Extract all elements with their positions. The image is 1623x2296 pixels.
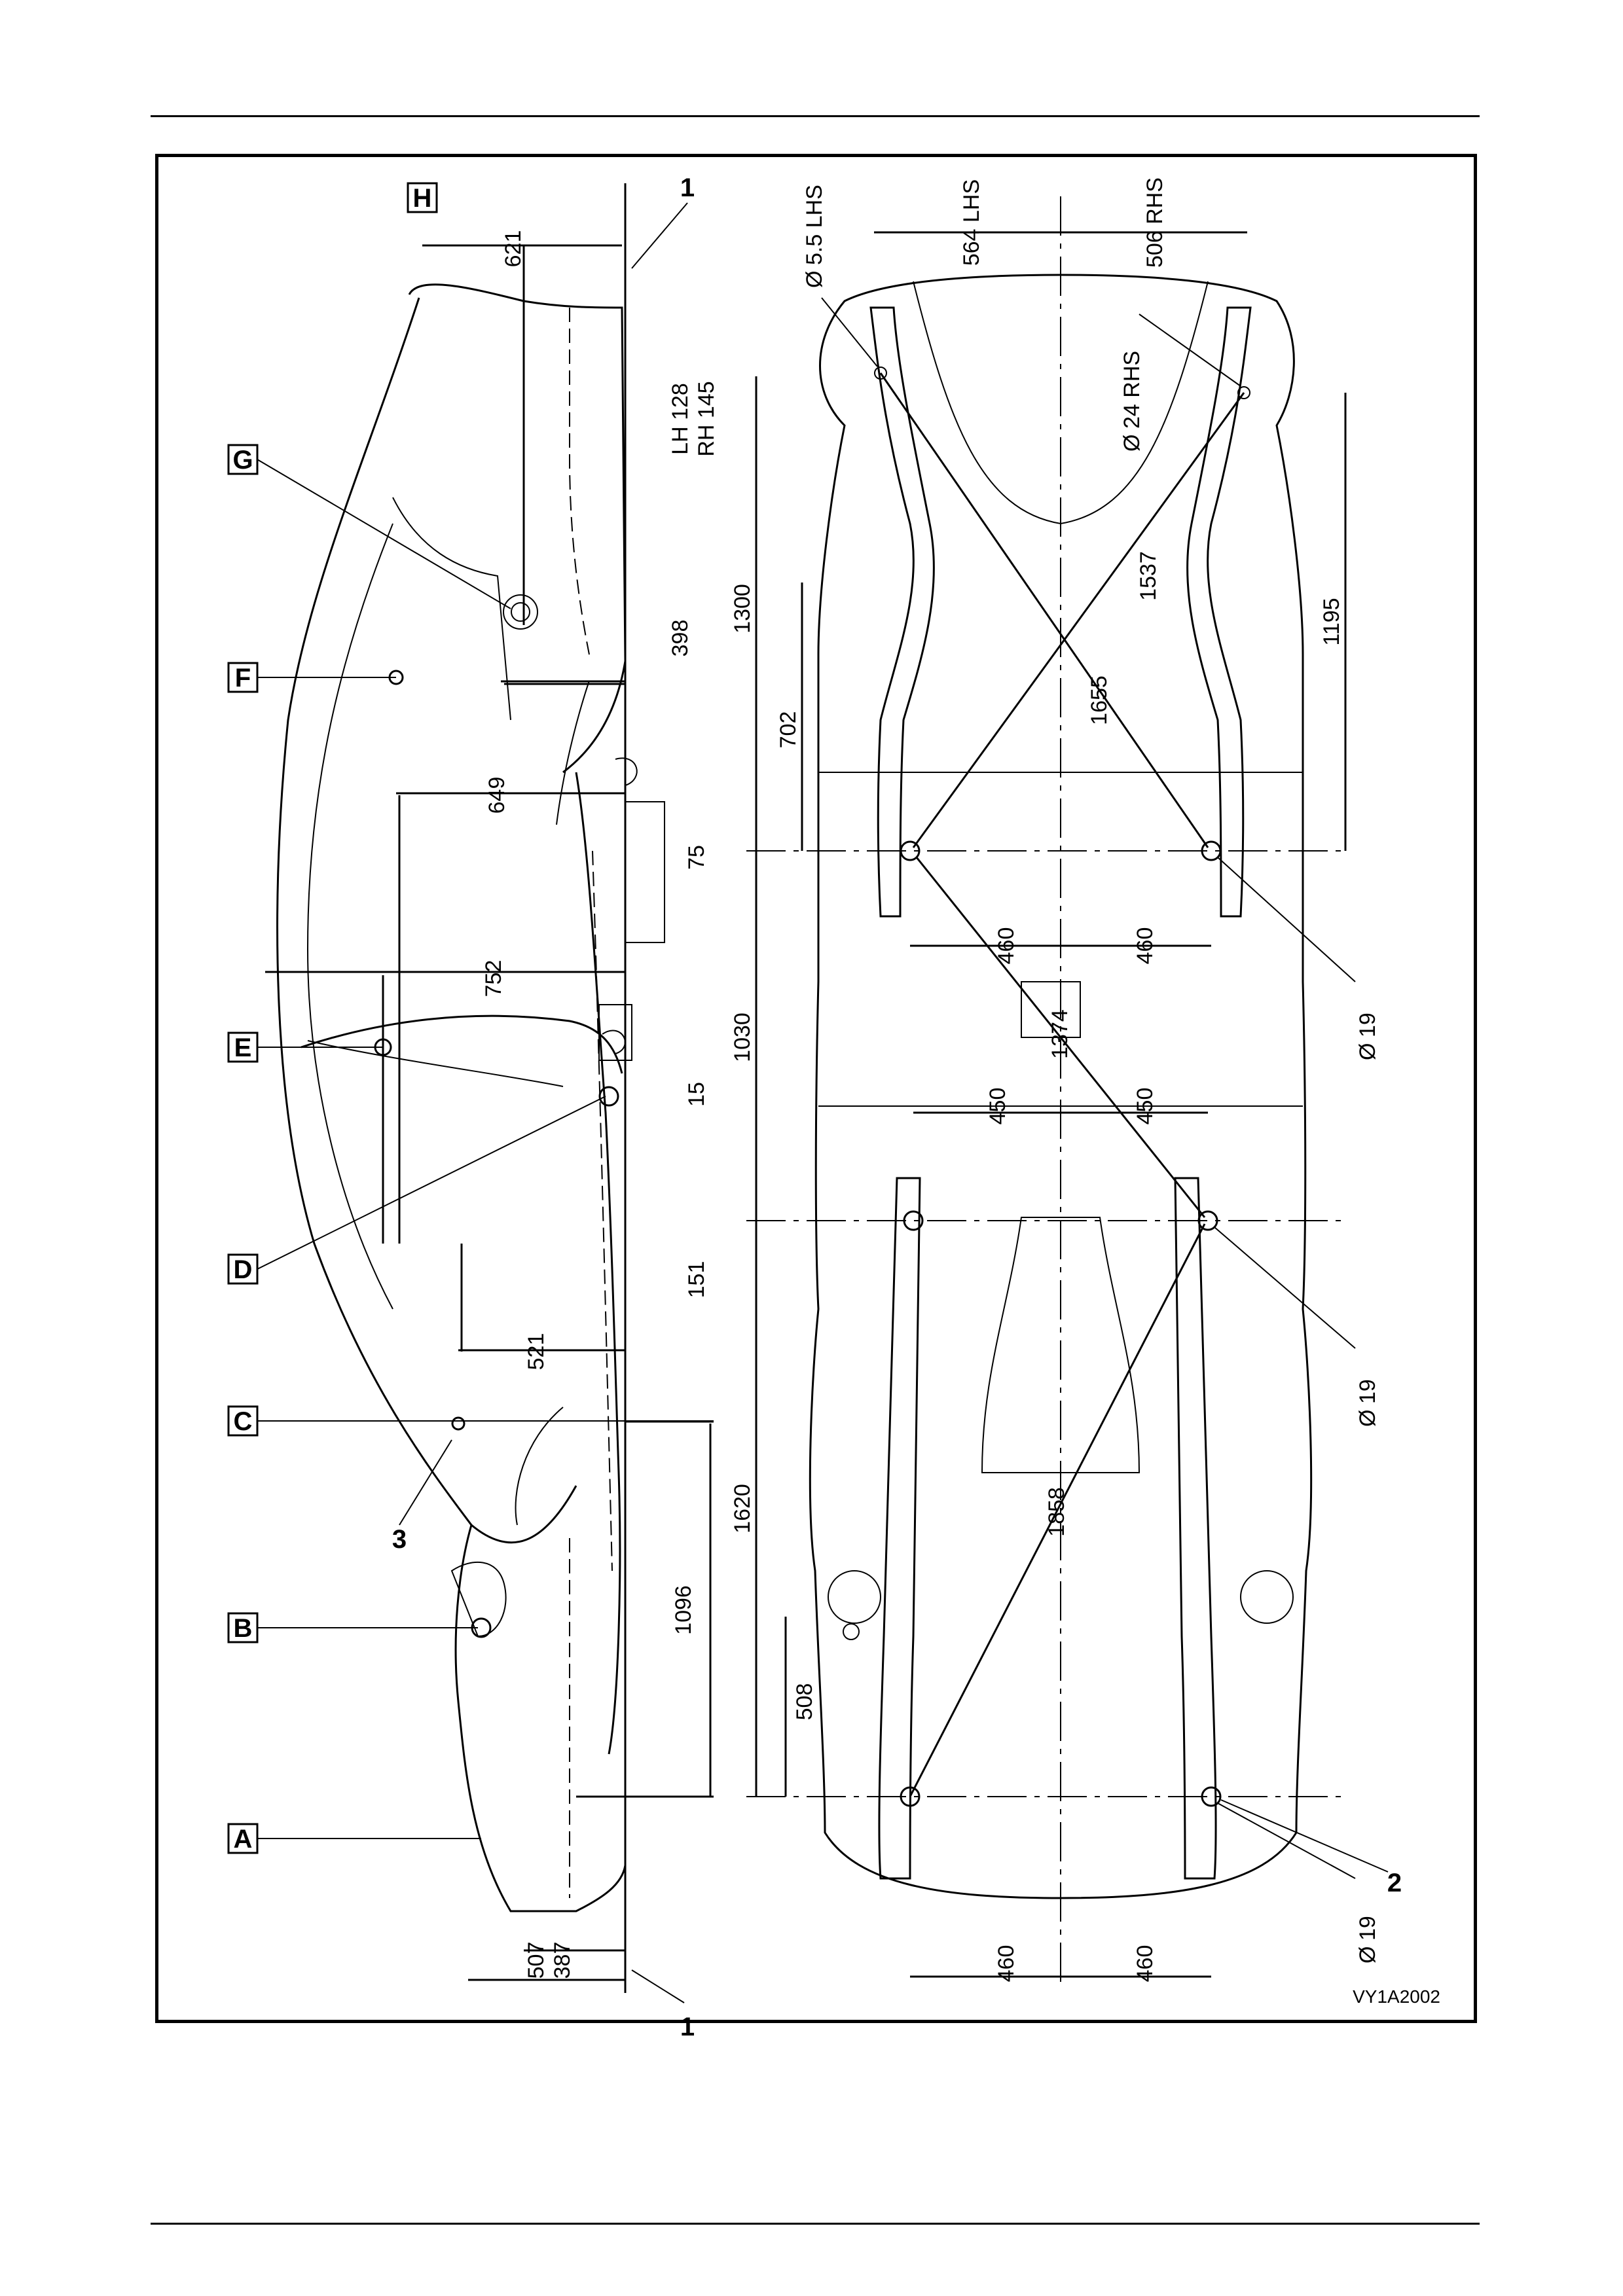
rh-strut-tower — [1241, 1571, 1293, 1623]
front-wheel-arch — [516, 1407, 563, 1525]
callout-3-leader — [399, 1440, 452, 1525]
dim-1300: 1300 — [730, 584, 755, 634]
door-outline — [301, 1016, 622, 1073]
diag-1655 — [881, 373, 1208, 848]
dim-24-rhs: 24 RHS — [1120, 351, 1144, 429]
end-hole-lhs-leader — [822, 298, 877, 367]
dim-649: 649 — [484, 777, 509, 814]
callout-1-top: 1 — [680, 173, 695, 202]
datum-labels: A B C D E F G H — [228, 183, 714, 1854]
tower-hole — [843, 1624, 859, 1640]
dim-rh-145: RH 145 — [694, 381, 719, 456]
diag-1537 — [913, 393, 1244, 848]
dim-1858: 1858 — [1044, 1487, 1069, 1537]
rear-floor-hidden-line — [570, 308, 589, 655]
lh-rail — [871, 308, 934, 916]
datum-leader-d — [257, 1096, 606, 1269]
dim-1374: 1374 — [1048, 1009, 1072, 1059]
side-dimensions — [265, 245, 714, 1980]
dim-398: 398 — [668, 620, 693, 657]
dim-1620: 1620 — [730, 1484, 755, 1534]
dim-75: 75 — [684, 845, 709, 870]
dim-151: 151 — [684, 1261, 709, 1299]
rh-rail — [1188, 308, 1250, 916]
c-point-marker — [452, 1418, 464, 1429]
rear-hole-leader — [1218, 857, 1355, 982]
dim-front-460-left: 460 — [994, 1945, 1019, 1982]
dim-752: 752 — [481, 960, 506, 997]
datum-label-g: G — [232, 446, 253, 475]
diameter-symbol-rear: Ø — [1355, 1043, 1380, 1060]
g-point-inner — [511, 603, 530, 621]
dim-702: 702 — [776, 711, 801, 749]
rear-panel — [393, 497, 511, 720]
callout-1-top-leader — [632, 203, 687, 268]
callout-3: 3 — [392, 1525, 407, 1554]
callout-1-bottom-leader — [632, 1970, 684, 2003]
lh-strut-tower — [828, 1571, 881, 1623]
dim-564-lhs: 564 LHS — [959, 179, 984, 266]
datum-label-b: B — [234, 1614, 253, 1643]
diameter-symbol-lhs: Ø — [802, 271, 827, 288]
callout-1-bottom: 1 — [680, 2013, 695, 2041]
mid-hole-callout: Ø 19 — [1214, 1227, 1380, 1427]
dim-front-hole-19: 19 — [1355, 1916, 1380, 1941]
floor-bracket — [625, 802, 665, 942]
dim-1195: 1195 — [1319, 598, 1344, 645]
g-point-marker — [503, 595, 538, 629]
datum-label-f: F — [235, 664, 251, 692]
datum-label-h: H — [413, 184, 432, 213]
datum-leader-g — [257, 459, 511, 609]
diameter-symbol-mid: Ø — [1355, 1410, 1380, 1427]
dim-508: 508 — [792, 1683, 817, 1721]
side-dimension-arrows — [383, 245, 710, 1980]
callout-2-leader — [1221, 1800, 1388, 1872]
plan-view: 460 460 508 1620 1858 450 450 1030 1374 … — [730, 177, 1402, 1983]
dim-621: 621 — [501, 230, 526, 268]
rh-front-rail — [1175, 1178, 1216, 1878]
dim-1030: 1030 — [730, 1013, 755, 1062]
figure-code: VY1A2002 — [1353, 1986, 1440, 2007]
dim-mid-450-left: 450 — [985, 1088, 1010, 1125]
dim-lh-128: LH 128 — [668, 383, 693, 455]
dim-rear-460-right: 460 — [1133, 927, 1158, 965]
window-line — [308, 524, 393, 1309]
dim-521: 521 — [524, 1333, 549, 1371]
front-structure — [456, 1525, 625, 1911]
end-hole-rhs-callout: Ø 24 RHS — [1120, 314, 1241, 452]
dim-387: 387 — [550, 1942, 575, 1979]
diameter-symbol-rhs: Ø — [1120, 435, 1144, 452]
dim-506-rhs: 506 RHS — [1142, 177, 1167, 268]
strut-tower — [452, 1562, 506, 1636]
dim-1096: 1096 — [671, 1585, 696, 1635]
mid-hole-leader — [1214, 1227, 1355, 1348]
dim-507: 507 — [524, 1942, 549, 1979]
d-point-marker — [600, 1087, 618, 1105]
callout-2: 2 — [1387, 1869, 1402, 1897]
datum-label-d: D — [234, 1255, 253, 1284]
side-view: A B C D E F G H — [228, 173, 719, 2041]
dim-mid-hole-19: 19 — [1355, 1379, 1380, 1404]
dim-15: 15 — [684, 1082, 709, 1107]
datum-label-a: A — [234, 1825, 253, 1854]
datum-label-c: C — [234, 1407, 253, 1436]
dim-1537: 1537 — [1136, 551, 1161, 601]
end-hole-lhs-callout: Ø 5.5 LHS — [802, 185, 877, 367]
dim-mid-450-right: 450 — [1133, 1088, 1158, 1125]
dim-5-5-lhs: 5.5 LHS — [802, 185, 827, 265]
datum-label-e: E — [234, 1033, 252, 1062]
front-hole-callout: Ø 19 — [1218, 1803, 1380, 1964]
dim-rear-hole-19: 19 — [1355, 1013, 1380, 1037]
front-hole-leader — [1218, 1803, 1355, 1878]
dim-front-460-right: 460 — [1133, 1945, 1158, 1982]
dim-rear-460-left: 460 — [994, 927, 1019, 965]
diameter-symbol-front: Ø — [1355, 1946, 1380, 1964]
dim-1655: 1655 — [1087, 675, 1112, 725]
sill-outline — [576, 772, 620, 1754]
lh-front-rail — [879, 1178, 920, 1878]
rear-body-outline — [409, 285, 625, 772]
